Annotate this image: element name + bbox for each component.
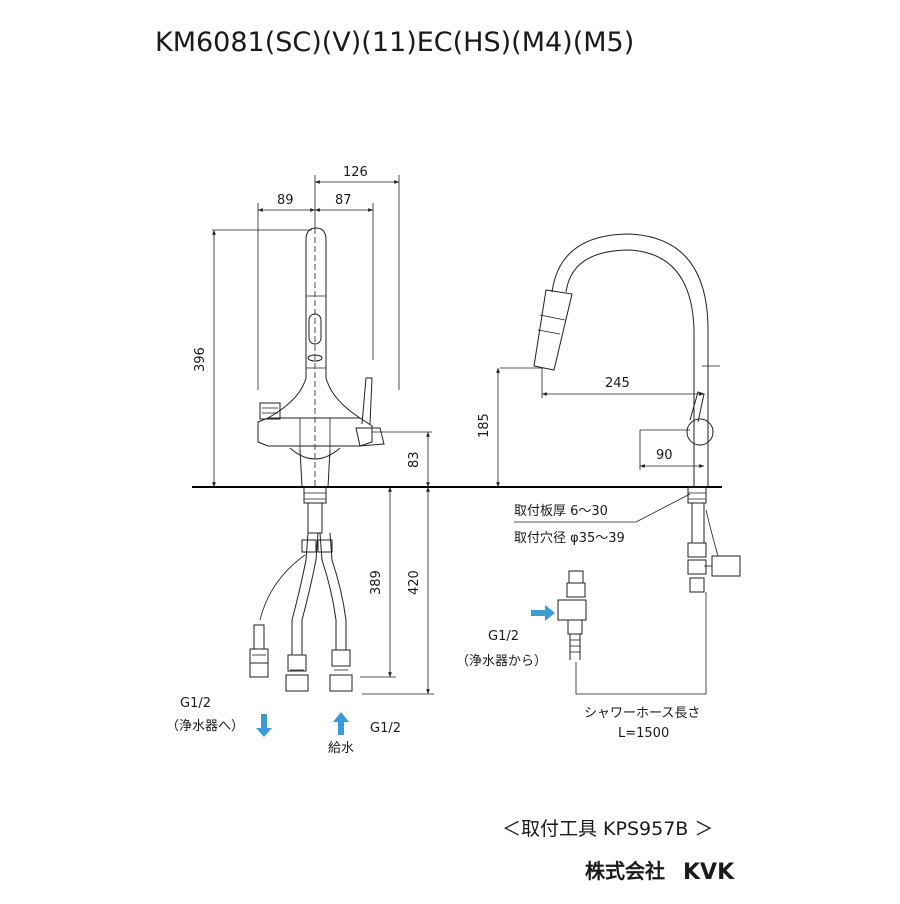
front-view xyxy=(257,227,385,488)
dim-396: 396 xyxy=(193,347,208,372)
front-spout xyxy=(305,227,327,378)
side-gooseneck xyxy=(551,233,709,487)
label-from-purifier: （浄水器から） xyxy=(456,654,547,669)
dim-389: 389 xyxy=(369,570,384,595)
down-arrow-icon xyxy=(256,714,272,737)
front-dimensions: 126 89 87 396 83 389 420 xyxy=(193,165,434,695)
label-hole-diameter: 取付穴径 φ35～39 xyxy=(514,531,625,546)
kvk-logo: KVK xyxy=(683,860,735,885)
label-g12-supply: G1/2 xyxy=(370,721,401,736)
front-hoses xyxy=(249,486,353,692)
dim-185: 185 xyxy=(477,413,492,438)
front-body xyxy=(257,417,373,447)
dim-126: 126 xyxy=(343,165,368,180)
tool-label: ＜取付工具 KPS957B ＞ xyxy=(502,818,713,840)
front-lever xyxy=(361,377,373,425)
right-arrow-icon xyxy=(531,605,555,621)
dim-245: 245 xyxy=(605,376,630,391)
dim-90: 90 xyxy=(656,448,673,463)
dim-420: 420 xyxy=(407,570,422,595)
side-hose-clip xyxy=(711,555,741,577)
label-board-thickness: 取付板厚 6～30 xyxy=(514,504,608,519)
label-water-supply: 給水 xyxy=(328,741,354,756)
label-to-purifier: （浄水器へ） xyxy=(166,719,244,734)
front-left-knob xyxy=(259,402,281,420)
label-hose-value: L=1500 xyxy=(618,726,669,741)
label-g12-in: G1/2 xyxy=(488,629,519,644)
side-dimensions: 185 245 90 xyxy=(477,368,704,523)
model-number-title: KM6081(SC)(V)(11)EC(HS)(M4)(M5) xyxy=(155,27,634,58)
side-view xyxy=(500,233,741,593)
dim-87: 87 xyxy=(335,193,352,208)
side-spray-head xyxy=(533,289,573,371)
purifier-inlet-fitting xyxy=(557,570,707,695)
side-lever-hub xyxy=(686,418,714,446)
dim-89: 89 xyxy=(277,193,294,208)
up-arrow-icon xyxy=(333,712,349,735)
company-prefix: 株式会社 xyxy=(585,859,665,883)
side-lever xyxy=(689,391,705,423)
label-hose-length: シャワーホース長さ xyxy=(584,706,700,721)
label-g12-out: G1/2 xyxy=(180,696,211,711)
dim-83: 83 xyxy=(407,451,422,468)
flow-arrows xyxy=(256,605,555,737)
